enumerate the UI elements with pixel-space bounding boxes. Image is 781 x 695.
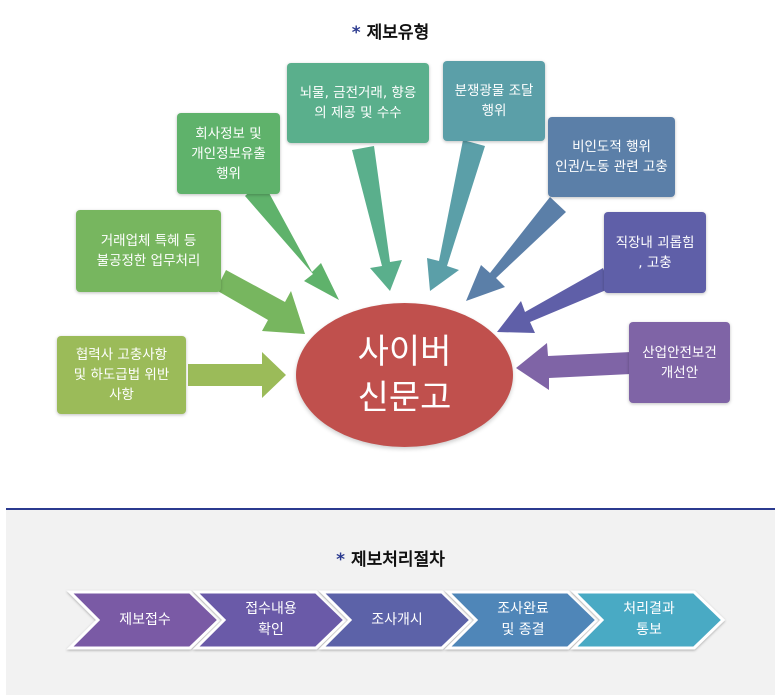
box-4-line1: 뇌물, 금전거래, 향응 [299,85,417,101]
box-2-line1: 거래업체 특혜 등 [100,233,197,249]
box-5-line2: 행위 [481,103,507,119]
section-title-report-types: *제보유형 [0,18,781,43]
process-step-5-shape [570,590,726,650]
process-step-1: 제보접수 [98,592,192,648]
section-title-process: *제보처리절차 [0,545,781,570]
arrow-3 [245,180,339,300]
box-2-line2: 불공정한 업무처리 [96,253,201,269]
box-8-line2: 개선안 [660,364,699,381]
center-line2: 신문고 [357,378,452,418]
step-5-line1: 처리결과 [623,601,675,617]
process-step-3-shape [318,590,474,650]
center-line1: 사이버 [357,332,452,372]
step-4-line2: 및 종결 [501,622,545,638]
step-2-line1: 접수내용 [245,601,297,617]
box-3-line1: 회사정보 및 [195,125,262,142]
process-step-2-shape [192,590,348,650]
process-step-4-shape [444,590,600,650]
arrow-4 [352,146,402,291]
step-4-line1: 조사완료 [497,601,549,617]
star-marker: * [351,23,361,43]
arrow-2 [216,270,305,334]
box-1-line3: 사항 [109,387,134,403]
box-7-line1: 직장내 괴롭힘 [615,234,695,251]
star-marker: * [336,550,346,570]
report-types-title: 제보유형 [366,23,430,43]
box-3-line2: 개인정보유출 [191,145,266,162]
box-4-line2: 의 제공 및 수수 [314,105,402,121]
step-1-label: 제보접수 [119,611,171,628]
box-1-line1: 협력사 고충사항 [75,347,168,363]
box-8-line1: 산업안전보건 [642,344,717,361]
box-1-line2: 및 하도급법 위반 [73,367,170,383]
step-3-label: 조사개시 [371,611,423,628]
arrow-5 [427,140,485,291]
arrow-8 [516,343,631,390]
arrow-1 [188,352,286,398]
process-step-3: 조사개시 [350,592,444,648]
arrow-6 [466,197,566,301]
arrow-7 [497,268,611,333]
box-5-line1: 분쟁광물 조달 [454,83,534,99]
process-step-1-shape [66,590,222,650]
box-6-line2: 인권/노동 관련 고충 [555,159,668,175]
box-7-line2: , 고충 [638,254,672,271]
box-3-line3: 행위 [216,165,241,182]
process-title: 제보처리절차 [351,550,445,570]
arrows-layer [188,140,631,398]
box-6-line1: 비인도적 행위 [572,139,651,155]
step-2-line2: 확인 [258,622,284,638]
step-5-line2: 통보 [636,622,662,638]
report-type-box-7: 직장내 괴롭힘 , 고충 [604,212,706,293]
